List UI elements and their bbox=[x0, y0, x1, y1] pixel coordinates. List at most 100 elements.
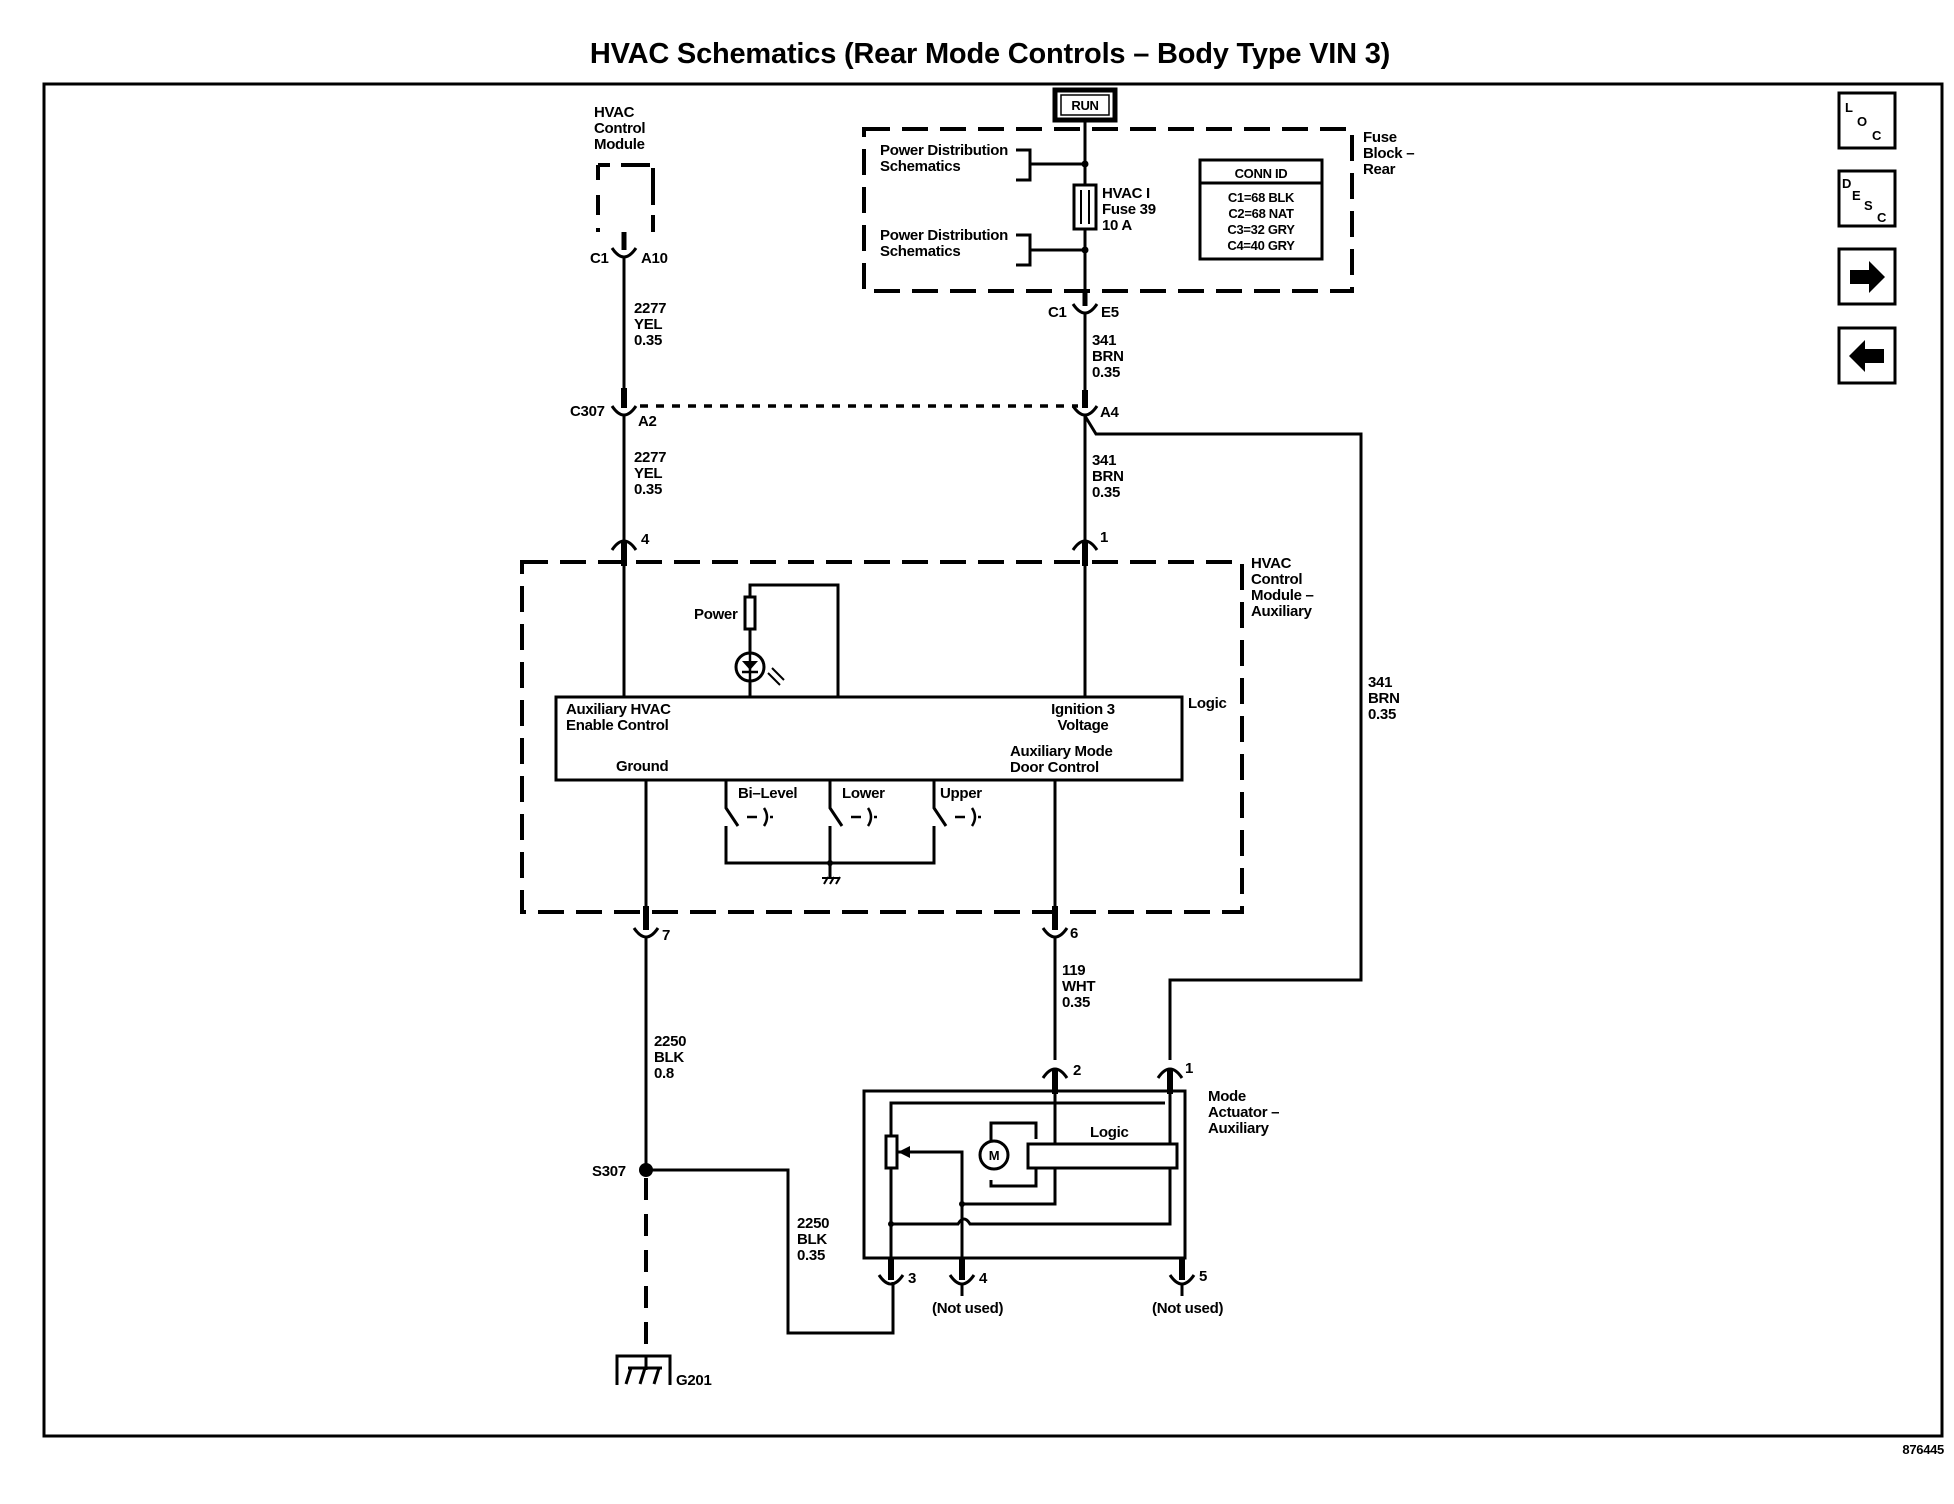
arrow-left-icon bbox=[1849, 340, 1884, 372]
wire-color: BRN bbox=[1092, 468, 1124, 485]
wire-color: WHT bbox=[1062, 978, 1095, 995]
actuator-pin-4: 4 (Not used) bbox=[932, 1258, 1004, 1317]
aux-mode-door-label-1: Auxiliary Mode bbox=[1010, 743, 1113, 760]
aux-module-label-4: Auxiliary bbox=[1251, 603, 1313, 620]
power-distribution-ref-2[interactable]: Power Distribution Schematics bbox=[880, 227, 1089, 267]
prev-button[interactable] bbox=[1837, 326, 1897, 385]
mode-actuator-label-1: Mode bbox=[1208, 1088, 1246, 1105]
conn-id-table: CONN ID C1=68 BLK C2=68 NAT C3=32 GRY C4… bbox=[1198, 158, 1324, 261]
arrow-right-icon bbox=[1850, 261, 1885, 293]
not-used-5-label: (Not used) bbox=[1152, 1300, 1223, 1317]
actuator-internal-top bbox=[889, 1101, 1165, 1136]
switch-lower: Lower bbox=[828, 780, 885, 827]
wire-circuit: 2277 bbox=[634, 449, 666, 466]
a10-label: A10 bbox=[641, 250, 668, 267]
mode-actuator-label-2: Actuator – bbox=[1208, 1104, 1279, 1121]
desc-letter-s: S bbox=[1864, 198, 1873, 213]
connector-pin-7: 7 bbox=[632, 906, 670, 944]
wire-label-2277-upper: 2277 YEL 0.35 bbox=[634, 300, 666, 349]
run-label-box: RUN bbox=[1052, 87, 1118, 123]
wire-label-341-lower: 341 BRN 0.35 bbox=[1092, 452, 1124, 501]
not-used-4-label: (Not used) bbox=[932, 1300, 1003, 1317]
wire-label-119: 119 WHT 0.35 bbox=[1062, 962, 1096, 1011]
aux-logic-box bbox=[554, 695, 1184, 782]
switch-bi-level: Bi–Level bbox=[724, 780, 798, 827]
actuator-internal-feed bbox=[891, 1094, 1172, 1226]
actuator-pin-2-label: 2 bbox=[1073, 1062, 1081, 1079]
fuse-label-1: HVAC I bbox=[1102, 185, 1150, 202]
aux-module-label-3: Module – bbox=[1251, 587, 1314, 604]
loc-letter-o: O bbox=[1857, 114, 1867, 129]
desc-letter-d: D bbox=[1842, 176, 1851, 191]
actuator-pin-5-label: 5 bbox=[1199, 1268, 1207, 1285]
ground-g201: G201 bbox=[615, 1354, 712, 1389]
ground-label-g201: G201 bbox=[676, 1372, 712, 1389]
wire-color: YEL bbox=[634, 316, 662, 333]
conn-id-row: C4=40 GRY bbox=[1227, 238, 1295, 253]
light-emission-icon bbox=[767, 667, 785, 686]
wire-gauge: 0.35 bbox=[1368, 706, 1396, 723]
conn-id-row: C2=68 NAT bbox=[1228, 206, 1294, 221]
aux-module-outline bbox=[520, 560, 1244, 914]
mode-actuator-label-3: Auxiliary bbox=[1208, 1120, 1270, 1137]
pin-1-label: 1 bbox=[1100, 529, 1108, 546]
hvac-control-module-label-3: Module bbox=[594, 136, 645, 153]
loc-letter-l: L bbox=[1845, 100, 1853, 115]
mode-actuator-box bbox=[862, 1089, 1187, 1260]
power-dist-2-line-1: Power Distribution bbox=[880, 227, 1008, 244]
conn-id-row: C1=68 BLK bbox=[1228, 190, 1295, 205]
hvac-control-module: HVAC Control Module bbox=[594, 104, 655, 232]
connector-c1-a10: C1 A10 bbox=[590, 232, 668, 267]
next-button[interactable] bbox=[1837, 247, 1897, 306]
a4-label: A4 bbox=[1100, 404, 1120, 421]
power-dist-2-line-2: Schematics bbox=[880, 243, 960, 260]
desc-letter-e: E bbox=[1852, 188, 1861, 203]
actuator-pin-3: 3 bbox=[877, 1258, 916, 1287]
wire-circuit: 119 bbox=[1062, 962, 1085, 979]
aux-enable-label-2: Enable Control bbox=[566, 717, 669, 734]
switch-lower-label: Lower bbox=[842, 785, 885, 802]
actuator-pin-3-label: 3 bbox=[908, 1270, 916, 1287]
desc-letter-c: C bbox=[1877, 210, 1887, 225]
connector-pin-1: 1 bbox=[1071, 529, 1108, 566]
fuse-label-2: Fuse 39 bbox=[1102, 201, 1156, 218]
wire-gauge: 0.35 bbox=[1062, 994, 1090, 1011]
wire-label-341-upper: 341 BRN 0.35 bbox=[1092, 332, 1124, 381]
power-indicator: Power bbox=[694, 583, 840, 697]
wire-gauge: 0.35 bbox=[1092, 484, 1120, 501]
actuator-pin-1: 1 bbox=[1156, 1060, 1193, 1094]
wire-gauge: 0.35 bbox=[634, 481, 662, 498]
wire-label-2250-branch: 2250 BLK 0.35 bbox=[797, 1215, 829, 1264]
fuse-block-rear-label: Fuse Block – Rear bbox=[1363, 129, 1415, 178]
diagram-frame bbox=[42, 82, 1944, 1438]
mode-switches: Bi–Level Lower Upper bbox=[724, 780, 983, 885]
figure-number: 876445 bbox=[1902, 1442, 1944, 1457]
loc-letter-c: C bbox=[1872, 128, 1882, 143]
loc-button[interactable]: L O C bbox=[1837, 91, 1897, 150]
wire-gauge: 0.35 bbox=[797, 1247, 825, 1264]
a2-label: A2 bbox=[638, 413, 657, 430]
wire-label-341-branch: 341 BRN 0.35 bbox=[1368, 674, 1400, 723]
pin-4-label: 4 bbox=[641, 531, 650, 548]
connector-a4: A4 bbox=[1071, 390, 1120, 421]
fuse-block-label-2: Block – bbox=[1363, 145, 1414, 162]
ground-label: Ground bbox=[616, 758, 668, 775]
power-dist-1-line-1: Power Distribution bbox=[880, 142, 1008, 159]
splice-label: S307 bbox=[592, 1163, 626, 1180]
chassis-ground-icon bbox=[822, 876, 841, 885]
actuator-pin-4-label: 4 bbox=[979, 1270, 988, 1287]
desc-button[interactable]: D E S C bbox=[1837, 169, 1897, 228]
aux-mode-door-label-2: Door Control bbox=[1010, 759, 1099, 776]
conn-id-header: CONN ID bbox=[1235, 166, 1288, 181]
wire-color: BLK bbox=[654, 1049, 684, 1066]
wire-color: BRN bbox=[1368, 690, 1400, 707]
power-distribution-ref-1[interactable]: Power Distribution Schematics bbox=[880, 142, 1089, 182]
actuator-pin-1-label: 1 bbox=[1185, 1060, 1193, 1077]
ignition-label-1: Ignition 3 bbox=[1051, 701, 1115, 718]
motor-label: M bbox=[989, 1148, 1000, 1163]
fuse-39: HVAC I Fuse 39 10 A bbox=[1072, 183, 1156, 234]
fuse-block-label-1: Fuse bbox=[1363, 129, 1397, 146]
connector-pin-6: 6 bbox=[1041, 906, 1078, 942]
wire-label-2250-main: 2250 BLK 0.8 bbox=[654, 1033, 686, 1082]
switch-upper-label: Upper bbox=[940, 785, 982, 802]
